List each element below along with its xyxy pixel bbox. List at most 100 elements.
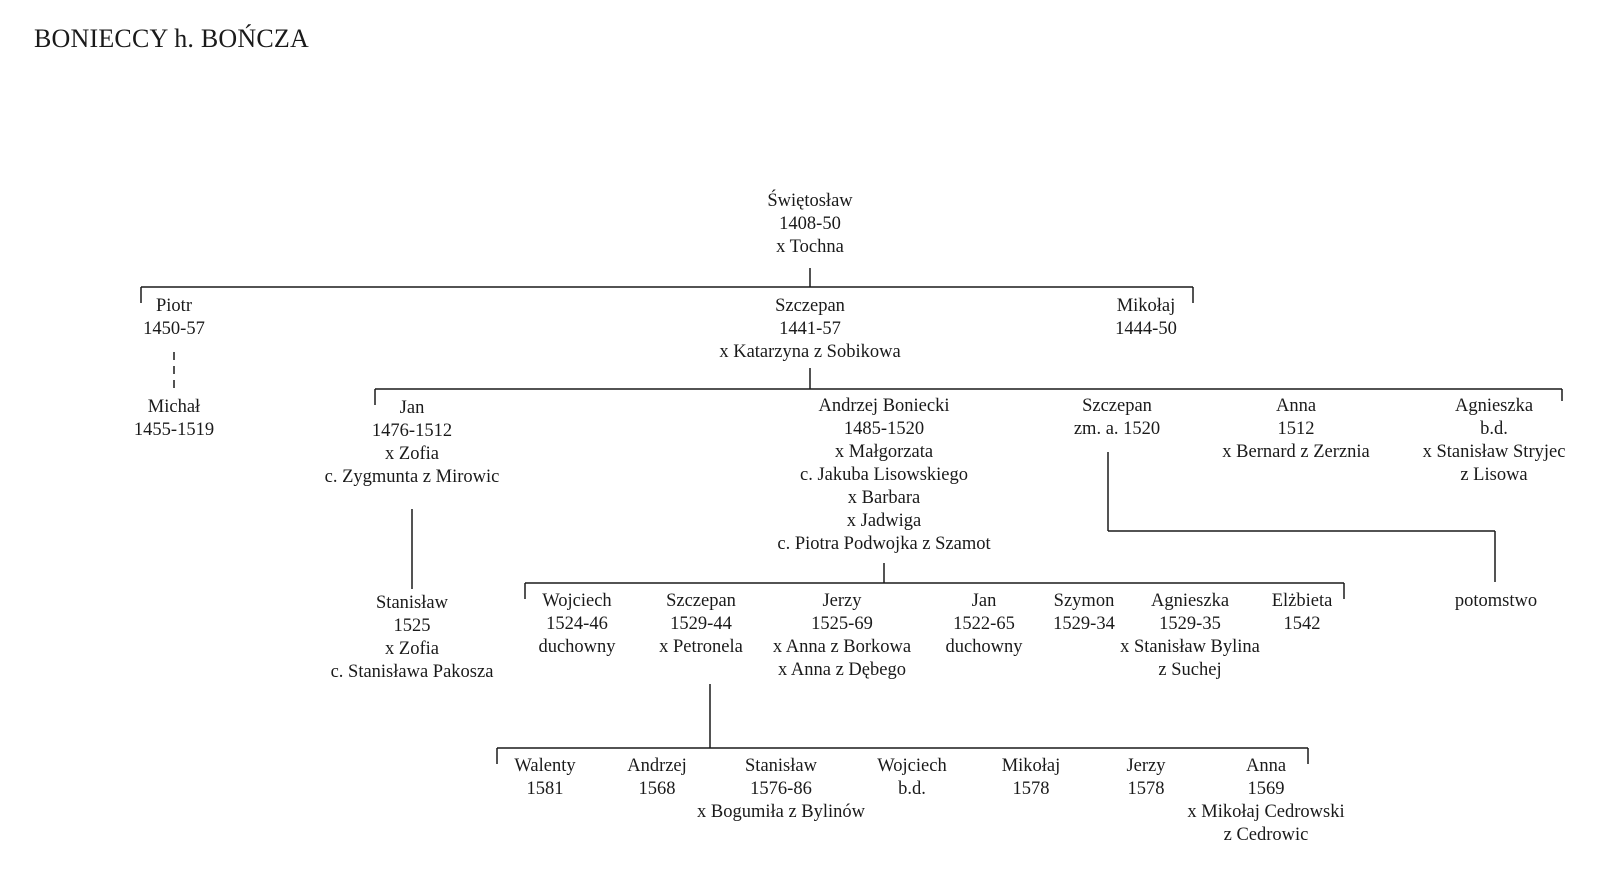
person-dates: 1569 (1247, 779, 1285, 799)
person-dates: 1444-50 (1115, 319, 1177, 339)
person-name: Michał (147, 397, 201, 417)
person-walenty: Walenty 1581 (514, 755, 575, 801)
person-jerzy-1578: Jerzy 1578 (1126, 755, 1165, 801)
person-spouse-origin: z Lisowa (1460, 465, 1528, 485)
person-mikolaj-1444: Mikołaj 1444-50 (1115, 295, 1177, 341)
person-mikolaj-1578: Mikołaj 1578 (1002, 755, 1061, 801)
person-name: Wojciech (877, 756, 947, 776)
person-dates: 1512 (1277, 419, 1315, 439)
person-spouse: x Anna z Dębego (778, 660, 906, 680)
person-szczepan-zm: Szczepan zm. a. 1520 (1074, 395, 1160, 441)
person-note: duchowny (945, 637, 1023, 657)
person-spouse: x Bernard z Zerznia (1222, 442, 1370, 462)
descendants-note: potomstwo (1454, 591, 1538, 611)
person-swietoslaw: Świętosław 1408-50 x Tochna (767, 190, 852, 259)
person-name: Andrzej (627, 756, 687, 776)
person-spouse-origin: z Suchej (1158, 660, 1222, 680)
person-name: Agnieszka (1454, 396, 1534, 416)
person-name: Mikołaj (1116, 296, 1176, 316)
person-agnieszka-bd: Agnieszka b.d. x Stanisław Stryjec z Lis… (1423, 395, 1566, 487)
person-dates: zm. a. 1520 (1073, 419, 1161, 439)
person-stanislaw-1525: Stanisław 1525 x Zofia c. Stanisława Pak… (331, 592, 494, 684)
person-name: Anna (1275, 396, 1317, 416)
person-szczepan-1529: Szczepan 1529-44 x Petronela (659, 590, 743, 659)
person-spouse: x Petronela (659, 637, 743, 657)
person-name: Jerzy (1126, 756, 1166, 776)
person-name: Piotr (156, 296, 192, 316)
person-name: Świętosław (767, 191, 853, 211)
person-spouse-parent: c. Stanisława Pakosza (330, 662, 494, 682)
person-name: Jan (399, 398, 425, 418)
person-dates: 1529-35 (1159, 614, 1221, 634)
person-name: Szczepan (666, 591, 736, 611)
person-note: duchowny (538, 637, 616, 657)
person-name: Jerzy (822, 591, 862, 611)
person-name: Szczepan (1082, 396, 1152, 416)
person-dates: 1450-57 (143, 319, 205, 339)
person-wojciech-1524: Wojciech 1524-46 duchowny (538, 590, 615, 659)
person-dates: 1455-1519 (133, 420, 215, 440)
person-spouse: x Jadwiga (846, 511, 922, 531)
person-szymon: Szymon 1529-34 (1053, 590, 1115, 636)
person-spouse: x Tochna (776, 237, 844, 257)
person-dates: 1476-1512 (371, 421, 453, 441)
person-name: Szczepan (775, 296, 845, 316)
person-spouse: x Mikołaj Cedrowski (1187, 802, 1345, 822)
person-spouse-parent: c. Jakuba Lisowskiego (799, 465, 969, 485)
person-dates: 1525 (393, 616, 431, 636)
person-dates: 1529-44 (670, 614, 732, 634)
person-dates: 1568 (638, 779, 676, 799)
person-dates: 1522-65 (953, 614, 1015, 634)
person-name: Szymon (1053, 591, 1115, 611)
person-spouse: x Zofia (385, 639, 439, 659)
person-spouse-parent: c. Zygmunta z Mirowic (324, 467, 500, 487)
person-anna-1512: Anna 1512 x Bernard z Zerznia (1222, 395, 1369, 464)
potomstwo-label: potomstwo (1455, 590, 1537, 613)
person-jerzy-1525: Jerzy 1525-69 x Anna z Borkowa x Anna z … (773, 590, 911, 682)
person-spouse-parent: c. Piotra Podwojka z Szamot (777, 534, 991, 554)
person-dates: 1542 (1283, 614, 1321, 634)
person-spouse: x Stanisław Stryjec (1422, 442, 1566, 462)
person-jan-1476: Jan 1476-1512 x Zofia c. Zygmunta z Miro… (325, 397, 500, 489)
person-spouse: x Anna z Borkowa (772, 637, 912, 657)
person-anna-1569: Anna 1569 x Mikołaj Cedrowski z Cedrowic (1187, 755, 1344, 847)
person-name: Agnieszka (1150, 591, 1230, 611)
person-spouse: x Zofia (385, 444, 439, 464)
person-name: Stanisław (745, 756, 817, 776)
person-jan-1522: Jan 1522-65 duchowny (945, 590, 1022, 659)
person-szczepan-1441: Szczepan 1441-57 x Katarzyna z Sobikowa (719, 295, 900, 364)
person-dates: 1581 (526, 779, 564, 799)
person-dates: 1485-1520 (843, 419, 925, 439)
person-name: Mikołaj (1001, 756, 1061, 776)
person-name: Jan (971, 591, 997, 611)
person-name: Anna (1245, 756, 1287, 776)
person-spouse-origin: z Cedrowic (1223, 825, 1309, 845)
person-andrzej-1568: Andrzej 1568 (627, 755, 687, 801)
person-name: Walenty (514, 756, 576, 776)
person-dates: 1576-86 (750, 779, 812, 799)
person-dates: 1524-46 (546, 614, 608, 634)
person-michal: Michał 1455-1519 (134, 396, 214, 442)
person-spouse: x Bogumiła z Bylinów (696, 802, 866, 822)
person-spouse: x Barbara (847, 488, 921, 508)
person-dates: 1578 (1127, 779, 1165, 799)
person-name: Elżbieta (1271, 591, 1333, 611)
person-name: Andrzej Boniecki (818, 396, 950, 416)
diagram-title: BONIECCY h. BOŃCZA (34, 24, 309, 53)
person-name: Stanisław (376, 593, 448, 613)
person-dates: 1441-57 (779, 319, 841, 339)
person-stanislaw-1576: Stanisław 1576-86 x Bogumiła z Bylinów (697, 755, 865, 824)
person-spouse: x Stanisław Bylina (1120, 637, 1260, 657)
person-dates: 1525-69 (811, 614, 873, 634)
person-piotr: Piotr 1450-57 (143, 295, 205, 341)
person-wojciech-bd: Wojciech b.d. (877, 755, 946, 801)
person-dates: 1408-50 (779, 214, 841, 234)
person-name: Wojciech (542, 591, 612, 611)
person-spouse: x Katarzyna z Sobikowa (719, 342, 901, 362)
person-elzbieta: Elżbieta 1542 (1272, 590, 1333, 636)
person-dates: b.d. (1480, 419, 1508, 439)
person-dates: 1529-34 (1053, 614, 1115, 634)
person-agnieszka-1529: Agnieszka 1529-35 x Stanisław Bylina z S… (1120, 590, 1260, 682)
person-andrzej-boniecki: Andrzej Boniecki 1485-1520 x Małgorzata … (777, 395, 990, 556)
